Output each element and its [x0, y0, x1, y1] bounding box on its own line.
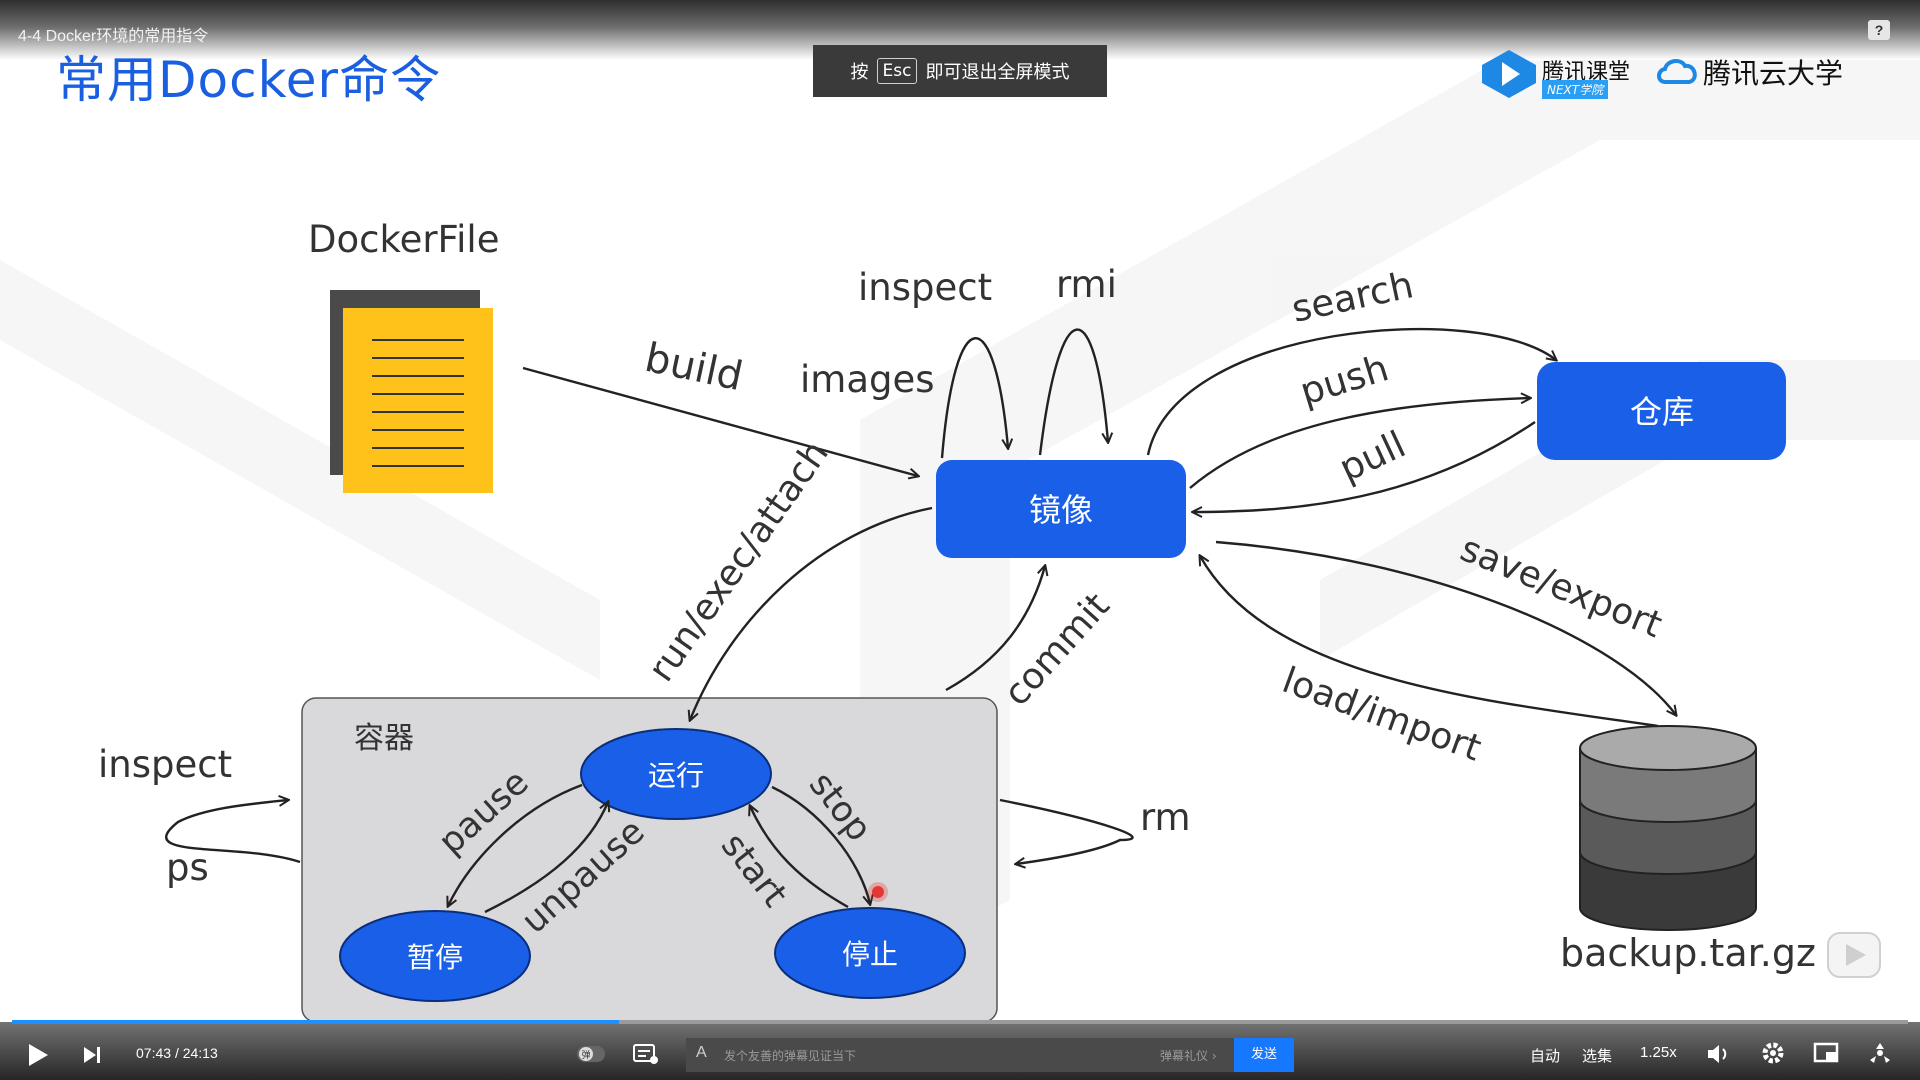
image-node-label: 镜像	[1029, 491, 1093, 529]
quality-button[interactable]: 自动	[1530, 1048, 1561, 1065]
repo-node	[1537, 362, 1786, 460]
send-button[interactable]: 发送	[1234, 1038, 1294, 1072]
volume-icon[interactable]	[1706, 1042, 1732, 1066]
time-current: 07:43	[136, 1045, 172, 1061]
paused-node	[339, 910, 531, 1002]
inspect-ps-arrow	[165, 800, 301, 864]
progress-fill	[12, 1020, 619, 1024]
pip-icon[interactable]	[1813, 1042, 1841, 1064]
slide-title: 常用Docker命令	[56, 51, 442, 109]
help-icon[interactable]: ?	[1868, 20, 1890, 40]
edge-label-pull: pull	[1333, 423, 1412, 490]
tencent-cloud-icon	[1657, 59, 1697, 84]
edge-label-save: save/export	[1455, 528, 1668, 646]
danmaku-toggle-icon[interactable]: 弹	[576, 1043, 606, 1065]
esc-notice-suffix: 即可退出全屏模式	[925, 62, 1070, 83]
paused-node-label: 暂停	[407, 941, 463, 974]
time-display: 07:43 / 24:13	[136, 1045, 218, 1061]
time-separator: /	[174, 1045, 179, 1061]
edge-label-rm: rm	[1140, 796, 1191, 839]
fullscreen-exit-notice: 按 Esc 即可退出全屏模式	[813, 45, 1107, 97]
edge-label-push: push	[1295, 346, 1393, 413]
pointer-marker-icon	[868, 882, 888, 902]
classroom-logo-icon	[1482, 50, 1536, 98]
rmi-arrow	[1038, 328, 1108, 456]
dockerfile-label: DockerFile	[308, 218, 499, 261]
floating-tv-icon[interactable]	[1827, 932, 1881, 978]
stop-arrow	[771, 785, 870, 904]
stopped-node-label: 停止	[842, 938, 898, 971]
running-node	[580, 728, 772, 820]
save-arrow	[1215, 540, 1676, 715]
esc-notice-prefix: 按	[850, 62, 869, 83]
next-badge: NEXT学院	[1542, 80, 1609, 99]
danmaku-etiquette-link[interactable]: 弹幕礼仪 ›	[1160, 1049, 1217, 1063]
repo-node-label: 仓库	[1630, 393, 1694, 431]
danmaku-settings-icon[interactable]	[632, 1042, 660, 1066]
edge-label-run: run/exec/attach	[641, 434, 837, 690]
edge-label-rmi: rmi	[1056, 263, 1117, 306]
edge-label-ps: ps	[166, 846, 209, 889]
next-icon[interactable]	[82, 1045, 104, 1065]
esc-key: Esc	[876, 58, 918, 84]
backup-label: backup.tar.gz	[1560, 931, 1816, 975]
rm-arrow	[999, 798, 1134, 864]
pause-arrow	[448, 783, 583, 906]
time-total: 24:13	[182, 1045, 218, 1061]
speed-button[interactable]: 1.25x	[1640, 1044, 1677, 1061]
running-node-label: 运行	[648, 759, 704, 792]
image-node	[936, 460, 1186, 558]
edge-label-commit: commit	[996, 585, 1118, 714]
container-label: 容器	[354, 721, 414, 756]
stopped-node	[774, 907, 966, 999]
danmaku-input[interactable]: A 发个友善的弹幕见证当下 弹幕礼仪 ›	[686, 1038, 1234, 1072]
document-icon	[330, 290, 493, 493]
edge-label-inspect-image: inspect	[858, 266, 992, 309]
push-arrow	[1189, 398, 1530, 489]
load-arrow	[1200, 556, 1659, 728]
start-arrow	[750, 806, 849, 909]
edge-label-build: build	[641, 335, 747, 400]
unpause-arrow	[484, 802, 608, 914]
font-style-icon[interactable]: A	[696, 1044, 707, 1061]
tencent-cloud-university-name: 腾讯云大学	[1703, 57, 1844, 90]
danmaku-placeholder: 发个友善的弹幕见证当下	[724, 1049, 857, 1063]
episodes-button[interactable]: 选集	[1582, 1048, 1613, 1065]
run-arrow	[690, 506, 933, 720]
fullscreen-icon[interactable]	[1866, 1040, 1894, 1066]
search-arrow	[1146, 327, 1556, 456]
progress-track[interactable]	[12, 1020, 1908, 1024]
edge-label-images: images	[800, 358, 935, 401]
edge-label-inspect-container: inspect	[98, 743, 232, 786]
svg-text:弹: 弹	[581, 1049, 590, 1061]
inspect-image-arrow	[940, 337, 1008, 459]
pull-arrow	[1193, 421, 1536, 512]
gear-icon[interactable]	[1760, 1040, 1786, 1066]
video-title: 4-4 Docker环境的常用指令	[18, 28, 209, 45]
play-icon[interactable]	[26, 1042, 50, 1068]
build-arrow	[522, 366, 918, 476]
commit-arrow	[945, 566, 1045, 692]
backup-database-icon	[1579, 725, 1757, 931]
